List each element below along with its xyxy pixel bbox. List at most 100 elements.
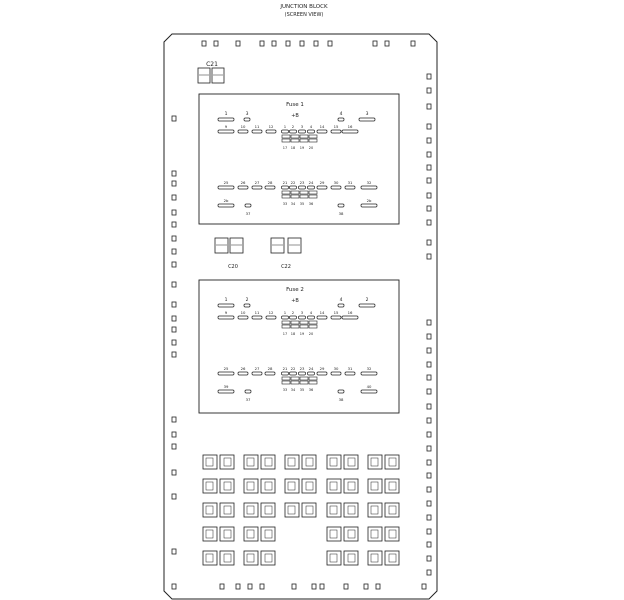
terminal-right-31 [426, 569, 432, 576]
relay-2-4-left [367, 502, 383, 518]
mini-fuse-r1-0-0 [281, 134, 291, 139]
relay-0-3-pin-right [347, 457, 356, 467]
fuse-row2-1 [237, 371, 249, 376]
fuse-bottom-3 [360, 389, 378, 394]
relay-0-2-pin-right [305, 457, 314, 467]
perimeter-terminals [171, 40, 432, 590]
fuse-bottom-1 [244, 203, 252, 208]
relay-4-3-pin-right [347, 553, 356, 563]
fuse-row1-label-0: 9 [225, 310, 228, 315]
fuse-row2-10 [344, 371, 356, 376]
relay-0-3-right [343, 454, 359, 470]
fuse-row2-2 [251, 371, 263, 376]
relay-2-0 [202, 502, 235, 518]
relay-0-0-right [219, 454, 235, 470]
relay-1-2-pin-left [287, 481, 296, 491]
relay-0-2-right [301, 454, 317, 470]
fuse-row1-label-6: 3 [301, 124, 304, 129]
fuse-top-3 [358, 303, 376, 308]
terminal-left-0 [171, 115, 177, 122]
fuse-row1-sub-0: 17 [283, 146, 287, 150]
relay-0-4-left [367, 454, 383, 470]
relay-4-3-left [326, 550, 342, 566]
relay-3-1-left [243, 526, 259, 542]
relay-2-1-pin-left [246, 505, 255, 515]
terminal-left-18 [171, 469, 177, 476]
fuse-top-label-2: 4 [340, 111, 343, 117]
terminal-right-29 [426, 541, 432, 548]
fuse-row2-label-0: 25 [224, 366, 229, 371]
diagram-subtitle: (SCREEN VIEW) [285, 12, 324, 18]
fuse-row2-label-1: 26 [241, 366, 246, 371]
fuse-row1-label-10: 16 [348, 124, 353, 129]
terminal-bottom-10 [375, 583, 381, 590]
fuse-row2-label-2: 27 [255, 180, 260, 185]
relay-0-1-left [243, 454, 259, 470]
relay-4-1-pin-left [246, 553, 255, 563]
fuse-row1-3 [265, 129, 277, 134]
junction-block-outline [163, 33, 438, 600]
relay-2-0-pin-right [223, 505, 232, 515]
terminal-right-22 [426, 445, 432, 452]
fuse-top-0 [217, 303, 235, 308]
relay-4-0-pin-left [205, 553, 214, 563]
fuse-row1-sub-1: 18 [291, 332, 295, 336]
fuse-row1-1 [237, 315, 249, 320]
terminal-left-20 [171, 548, 177, 555]
fuse-bottom-label-2: 38 [339, 211, 344, 216]
fuse-row1-4 [281, 129, 289, 134]
relay-4-0 [202, 550, 235, 566]
terminal-left-16 [171, 431, 177, 438]
fuse-bottom-label-3: 2b [367, 198, 372, 203]
relay-3-1-pin-right [264, 529, 273, 539]
mini-fuse-r1-0-0 [281, 320, 291, 325]
fuse-row1-sub-3: 20 [309, 146, 313, 150]
terminal-right-3 [426, 123, 432, 130]
relay-0-1-right [260, 454, 276, 470]
fuse-bottom-0 [217, 203, 235, 208]
fuse-row1-10 [341, 315, 359, 320]
terminal-left-15 [171, 416, 177, 423]
fuse-row1-sub-2: 19 [300, 146, 304, 150]
terminal-right-10 [426, 219, 432, 226]
mini-fuse-r2-1-0 [281, 194, 291, 199]
fuse-row2-0 [217, 371, 235, 376]
fuse-row2-label-9: 30 [334, 366, 339, 371]
mini-fuse-r2-0-0 [281, 190, 291, 195]
relay-2-3-pin-left [329, 505, 338, 515]
relay-0-0 [202, 454, 235, 470]
relay-3-4 [367, 526, 400, 542]
fuse-row1-2 [251, 129, 263, 134]
fuse-row1-7 [307, 315, 315, 320]
fuse-bottom-label-1: 37 [246, 211, 251, 216]
fuse-row2-6 [298, 371, 306, 376]
fuse-row2-sub-2: 35 [300, 202, 304, 206]
fuse-row2-label-7: 24 [309, 366, 314, 371]
relay-c22: C22 [270, 237, 302, 270]
fuse-row1-label-5: 2 [292, 124, 295, 129]
terminal-left-7 [171, 248, 177, 255]
mini-fuse-r1-1-3 [308, 324, 318, 329]
terminal-bottom-2 [235, 583, 241, 590]
relay-1-1-pin-left [246, 481, 255, 491]
fuse-panel-lower-subtitle: +B [291, 298, 299, 304]
fuse-row1-sub-2: 19 [300, 332, 304, 336]
terminal-right-27 [426, 514, 432, 521]
fuse-row2-8 [316, 371, 328, 376]
relay-0-2 [284, 454, 317, 470]
terminal-right-24 [426, 472, 432, 479]
relay-1-4-right [384, 478, 400, 494]
relay-0-3-left [326, 454, 342, 470]
relay-c22-label: C22 [281, 264, 291, 270]
mini-fuse-r1-1-3 [308, 138, 318, 143]
relay-2-0-pin-left [205, 505, 214, 515]
relay-4-1-pin-right [264, 553, 273, 563]
terminal-right-15 [426, 347, 432, 354]
fuse-row2-3 [264, 371, 276, 376]
terminal-right-17 [426, 374, 432, 381]
relay-0-1 [243, 454, 276, 470]
relay-3-1-right [260, 526, 276, 542]
relay-0-4 [367, 454, 400, 470]
terminal-top-11 [410, 40, 416, 47]
